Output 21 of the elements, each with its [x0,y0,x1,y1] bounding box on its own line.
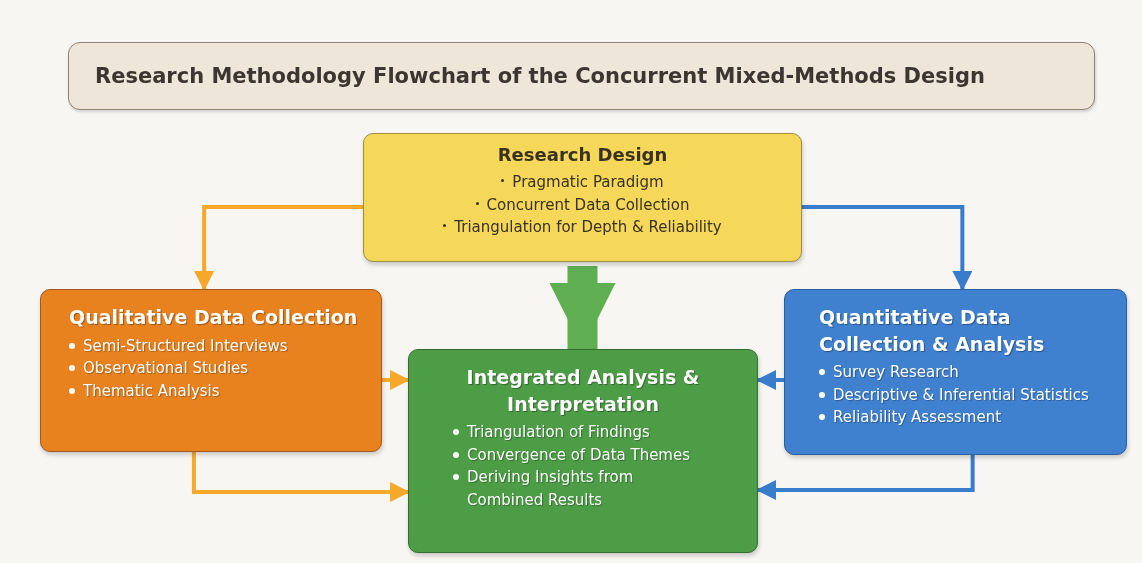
bullet-item: Survey Research [833,362,959,384]
bullet-item: Thematic Analysis [83,380,220,402]
bullet-item: Triangulation of Findings [467,422,650,444]
bullet-item: Observational Studies [83,358,249,380]
bullet-item: Descriptive & Inferential Statistics [833,384,1089,406]
bullet-item: Concurrent Data Collection [486,194,690,216]
bullet-item: Deriving Insights from Combined Results [467,467,635,511]
box-heading: Integrated Analysis & Interpretation [465,365,701,417]
process-box [40,289,382,452]
box-heading: Quantitative Data Collection & Analysis [819,305,1046,357]
bullet-item: Reliability Assessment [833,407,1002,429]
process-box [408,349,758,553]
bullet-item: Semi-Structured Interviews [83,335,288,357]
box-heading: Qualitative Data Collection [69,305,358,330]
process-box [363,133,802,262]
bullet-item: Pragmatic Paradigm [512,172,664,194]
process-box [784,289,1127,455]
box-heading: Research Design [497,143,668,167]
bullet-item: Triangulation for Depth & Reliability [454,217,722,239]
bullet-item: Convergence of Data Themes [467,444,691,466]
title: Research Methodology Flowchart of the Concurrent Mixed-Methods Design [95,64,985,88]
